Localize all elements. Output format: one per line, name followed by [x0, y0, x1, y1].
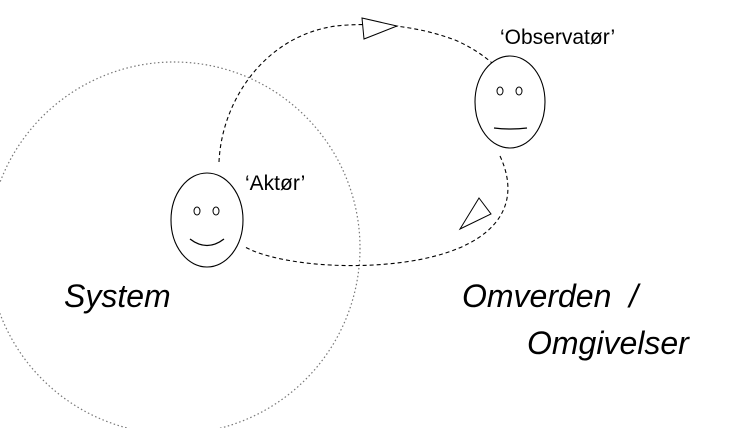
arrow-down-left-icon [458, 197, 492, 231]
system-boundary-circle [0, 61, 361, 428]
observer-label: ‘Observatør’ [500, 26, 615, 49]
environment-label-line1: Omverden / [462, 278, 641, 314]
loop-arc-lower [244, 155, 509, 267]
actor-label: ‘Aktør’ [245, 172, 305, 195]
environment-label-line2: Omgivelser [527, 325, 690, 361]
system-label: System [64, 278, 171, 314]
loop-arc-upper [218, 23, 506, 163]
actor-face-icon [170, 172, 244, 268]
arrow-right-icon [361, 17, 399, 40]
observer-face-icon [474, 55, 546, 149]
